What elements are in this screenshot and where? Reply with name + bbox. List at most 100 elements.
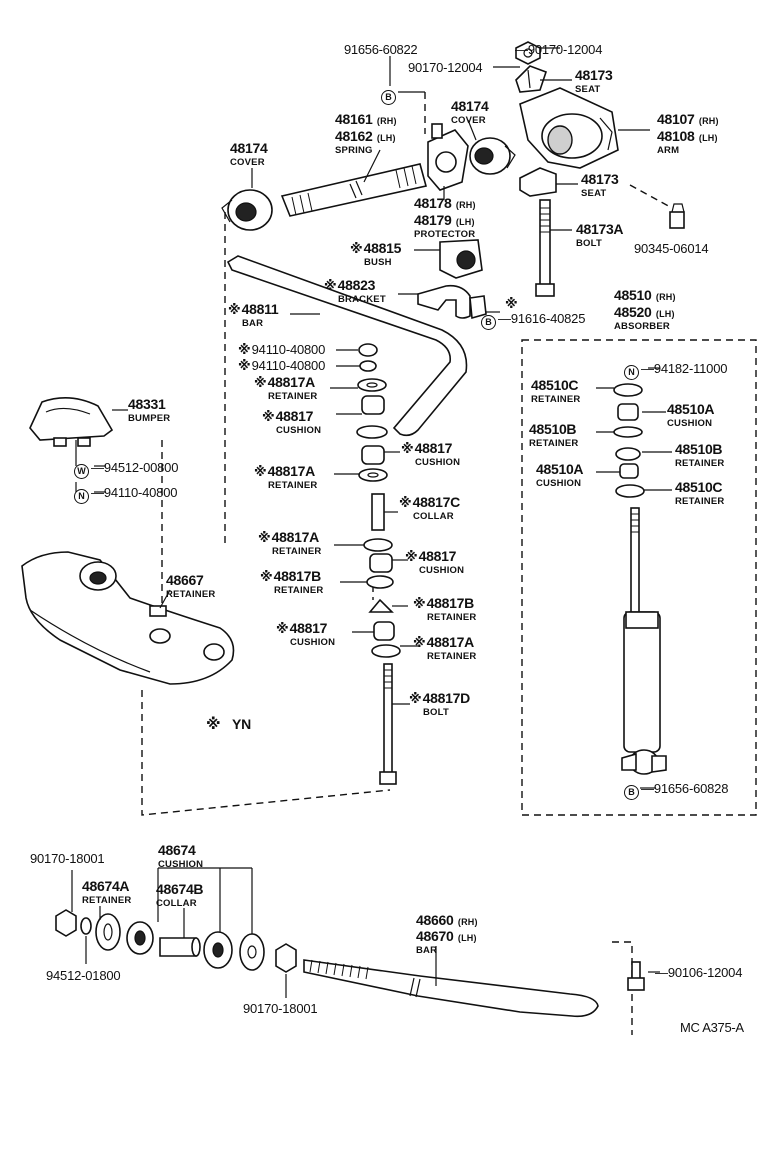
- cushion-3-part: [369, 553, 393, 573]
- label-91656-60822: 91656-60822: [344, 42, 418, 57]
- label-90170-12004-b: 90170-12004: [408, 60, 483, 75]
- label-90170-12004-a: —90170-12004: [515, 42, 603, 57]
- nut-90345-part: [669, 203, 685, 229]
- asterisk-91616: ※: [505, 296, 518, 311]
- label-48173-seat-mid: 48173 SEAT: [581, 171, 619, 199]
- retainer-b2-part: [368, 598, 394, 613]
- label-48667-retainer: 48667 RETAINER: [166, 572, 216, 600]
- absorber-group-outline: [521, 339, 757, 816]
- nut-90170-18001-b-part: [275, 943, 297, 973]
- label-48173A-bolt: 48173A BOLT: [576, 221, 624, 249]
- label-48817-cushion-2: ※48817 CUSHION: [401, 440, 461, 468]
- label-94512-00800: W—94512-00800: [74, 460, 178, 479]
- label-48510C-retainer-1: 48510C RETAINER: [531, 377, 581, 405]
- diagram-code: MC A375-A: [680, 1020, 744, 1035]
- retainer-a4-part: [371, 644, 401, 658]
- label-48811-bar: ※48811 BAR: [228, 301, 279, 329]
- label-48520-absorber: 48520 (LH) ABSORBER: [614, 304, 675, 332]
- cushion-48674-a-part: [126, 921, 154, 955]
- label-48674B-collar: 48674B COLLAR: [156, 881, 204, 909]
- label-48817C-collar: ※48817C COLLAR: [399, 494, 460, 522]
- label-90170-18001-b: 90170-18001: [243, 1001, 318, 1016]
- retainer-48674A-part: [95, 913, 121, 951]
- label-48174-cover-left: 48174 COVER: [230, 140, 268, 168]
- arm-part: [519, 87, 619, 169]
- cushion-48674-c-part: [239, 933, 265, 971]
- label-48510A-cushion-1: 48510A CUSHION: [667, 401, 715, 429]
- label-48817A-retainer-1: ※48817A RETAINER: [254, 374, 318, 402]
- yn-note: ※ YN: [206, 716, 251, 733]
- label-91616-40825: B—91616-40825: [481, 311, 585, 330]
- b-circle-top: B: [381, 86, 398, 105]
- label-48179-protector: 48179 (LH) PROTECTOR: [414, 212, 476, 240]
- leader-lines: [71, 47, 672, 998]
- washer-94512-part: [80, 917, 92, 935]
- label-48174-cover-right: 48174 COVER: [451, 98, 489, 126]
- nut-94110-a-part: [358, 343, 378, 357]
- label-94512-01800: 94512-01800: [46, 968, 121, 983]
- absorber-part: [621, 507, 667, 775]
- label-48107-arm: 48107 (RH): [657, 111, 719, 127]
- label-48161-spring: 48161 (RH): [335, 111, 397, 127]
- label-48173-seat-top: 48173 SEAT: [575, 67, 613, 95]
- label-48823-bracket: ※48823 BRACKET: [324, 277, 386, 305]
- cushion-1-part: [361, 395, 385, 415]
- label-48510-absorber: 48510 (RH): [614, 287, 676, 303]
- retainer-mid-part: [356, 425, 388, 439]
- label-48674-cushion: 48674 CUSHION: [158, 842, 204, 870]
- retainer-a2-part: [358, 468, 388, 482]
- protector-part: [427, 123, 469, 191]
- label-48331-bumper: 48331 BUMPER: [128, 396, 171, 424]
- label-94110-40800-c: N—94110-40800: [74, 485, 177, 504]
- label-48162-spring: 48162 (LH) SPRING: [335, 128, 396, 156]
- label-48817A-retainer-3: ※48817A RETAINER: [258, 529, 322, 557]
- seat-mid-part: [519, 167, 557, 197]
- bush-part: [439, 239, 483, 279]
- cushion-4-part: [373, 621, 395, 641]
- bolt-90106-part: [627, 961, 645, 991]
- label-94182-11000: N—94182-11000: [624, 361, 727, 380]
- label-48817A-retainer-4: ※48817A RETAINER: [413, 634, 477, 662]
- label-48817-cushion-4: ※48817 CUSHION: [276, 620, 336, 648]
- nut-top-part: [515, 41, 541, 65]
- cushion-2-part: [361, 445, 385, 465]
- label-48817-cushion-3: ※48817 CUSHION: [405, 548, 465, 576]
- label-48510B-retainer-2: 48510B RETAINER: [675, 441, 725, 469]
- lower-arm-part: [21, 551, 235, 685]
- label-48510C-retainer-2: 48510C RETAINER: [675, 479, 725, 507]
- label-94110-40800-b: ※94110-40800: [238, 358, 326, 373]
- label-48510B-retainer-1: 48510B RETAINER: [529, 421, 579, 449]
- label-48817A-retainer-2: ※48817A RETAINER: [254, 463, 318, 491]
- arm-link-dash: [141, 690, 391, 816]
- seat-top-part: [515, 65, 548, 93]
- label-48674A-retainer: 48674A RETAINER: [82, 878, 132, 906]
- bracket-part: [417, 284, 487, 320]
- label-48108-arm: 48108 (LH) ARM: [657, 128, 718, 156]
- strut-bar-part: [303, 959, 599, 1018]
- label-91656-60828: B—91656-60828: [624, 781, 728, 800]
- rear-bar-dash: [612, 941, 633, 1035]
- bolt-48817D-part: [379, 663, 397, 785]
- bumper-part: [29, 397, 114, 447]
- label-48817-cushion-1: ※48817 CUSHION: [262, 408, 322, 436]
- label-48817B-retainer-1: ※48817B RETAINER: [260, 568, 324, 596]
- cushion-48674-b-part: [203, 931, 233, 969]
- label-48510A-cushion-2: 48510A CUSHION: [536, 461, 584, 489]
- spring-bar-part: [280, 163, 427, 217]
- bolt-48173A-part: [535, 199, 555, 297]
- retainer-a1-part: [357, 378, 387, 392]
- collar-48674B-part: [159, 937, 201, 957]
- label-48660-bar: 48660 (RH): [416, 912, 478, 928]
- label-48817D-bolt: ※48817D BOLT: [409, 690, 470, 718]
- label-48178-protector: 48178 (RH): [414, 195, 476, 211]
- label-48815-bush: ※48815 BUSH: [350, 240, 402, 268]
- label-48817B-retainer-2: ※48817B RETAINER: [413, 595, 477, 623]
- cover-left-part: [221, 189, 273, 231]
- stabilizer-bar-part: [226, 255, 468, 437]
- nut-90170-18001-a-part: [55, 909, 77, 937]
- label-48670-bar: 48670 (LH) BAR: [416, 928, 477, 956]
- label-90106-12004: —90106-12004: [655, 965, 743, 980]
- seat-link-dash: [629, 184, 673, 209]
